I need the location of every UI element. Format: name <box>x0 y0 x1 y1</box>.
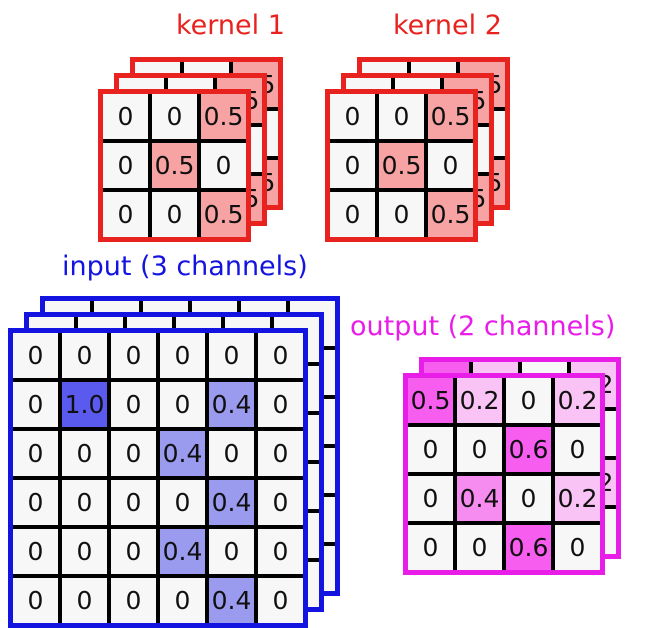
grid-cell: 0.2 <box>555 378 600 423</box>
grid-cell: 0.5 <box>201 192 246 237</box>
grid-cell: 0.5 <box>428 192 473 237</box>
grid-cell: 0 <box>13 431 58 476</box>
grid-cell: 1.0 <box>62 382 107 427</box>
grid-cell: 0.5 <box>379 143 424 188</box>
grid-cell: 0 <box>209 529 254 574</box>
output-stack: 0.50.200.2000.6000.400.2000.600.50.200.2… <box>403 357 621 575</box>
grid-cell: 0 <box>379 94 424 139</box>
grid-cell: 0 <box>111 382 156 427</box>
grid-cell: 0 <box>408 427 453 472</box>
grid-cell: 0 <box>103 94 148 139</box>
grid-cell: 0 <box>111 431 156 476</box>
grid-cell: 0 <box>111 529 156 574</box>
grid-cell: 0 <box>555 525 600 570</box>
grid-cell: 0.5 <box>408 378 453 423</box>
grid-cell: 0 <box>62 578 107 623</box>
grid-cell: 0 <box>209 333 254 378</box>
grid-cell: 0 <box>152 94 197 139</box>
kernel-2-stack: 000.500.50000.5000.500.50000.5000.500.50… <box>325 57 510 242</box>
grid-cell: 0.4 <box>209 578 254 623</box>
grid-cell: 0 <box>111 333 156 378</box>
grid-cell: 0 <box>258 578 303 623</box>
grid-cell: 0 <box>111 578 156 623</box>
grid-cell: 0 <box>160 480 205 525</box>
grid-cell: 0 <box>62 431 107 476</box>
grid-cell: 0 <box>555 427 600 472</box>
grid-cell: 0 <box>160 382 205 427</box>
grid-cell: 0 <box>152 192 197 237</box>
grid-cell: 0 <box>506 378 551 423</box>
grid-cell: 0 <box>13 480 58 525</box>
output-title: output (2 channels) <box>350 311 616 342</box>
input-title: input (3 channels) <box>62 251 308 282</box>
grid-cell: 0 <box>111 480 156 525</box>
kernel-2-title: kernel 2 <box>393 10 502 41</box>
grid-cell: 0.2 <box>457 378 502 423</box>
grid-cell: 0.5 <box>428 94 473 139</box>
grid-cell: 0 <box>258 480 303 525</box>
grid-cell: 0 <box>13 382 58 427</box>
grid-cell: 0 <box>13 333 58 378</box>
grid-cell: 0.4 <box>209 480 254 525</box>
grid-cell: 0 <box>457 525 502 570</box>
grid-cell: 0.6 <box>506 525 551 570</box>
grid-cell: 0 <box>13 578 58 623</box>
grid-cell: 0.2 <box>555 476 600 521</box>
grid-cell: 0 <box>506 476 551 521</box>
kernel-1-title: kernel 1 <box>176 10 285 41</box>
grid-cell: 0 <box>62 333 107 378</box>
grid-cell: 0 <box>62 529 107 574</box>
grid-cell: 0 <box>160 578 205 623</box>
grid-cell: 0.5 <box>201 94 246 139</box>
grid-cell: 0 <box>62 480 107 525</box>
grid-cell: 0 <box>201 143 246 188</box>
grid-cell: 0 <box>258 382 303 427</box>
grid-cell: 0.4 <box>160 529 205 574</box>
grid-cell: 0 <box>330 143 375 188</box>
grid-cell: 0.4 <box>160 431 205 476</box>
grid-cell: 0 <box>258 333 303 378</box>
grid-cell: 0.5 <box>152 143 197 188</box>
grid-cell: 0 <box>457 427 502 472</box>
grid-cell: 0.4 <box>457 476 502 521</box>
grid-cell: 0 <box>408 476 453 521</box>
grid-cell: 0 <box>103 143 148 188</box>
kernel-1-stack: 000.500.50000.5000.500.50000.5000.500.50… <box>98 57 283 242</box>
grid-cell: 0.6 <box>506 427 551 472</box>
grid-cell: 0 <box>379 192 424 237</box>
grid-cell: 0.4 <box>209 382 254 427</box>
grid-cell: 0 <box>330 192 375 237</box>
grid-cell: 0 <box>258 431 303 476</box>
grid-cell: 0 <box>428 143 473 188</box>
grid-cell: 0 <box>258 529 303 574</box>
grid-cell: 0 <box>209 431 254 476</box>
grid-cell: 0 <box>13 529 58 574</box>
grid-cell: 0 <box>330 94 375 139</box>
grid-cell: 0 <box>103 192 148 237</box>
grid-cell: 0 <box>160 333 205 378</box>
grid-cell: 0 <box>408 525 453 570</box>
